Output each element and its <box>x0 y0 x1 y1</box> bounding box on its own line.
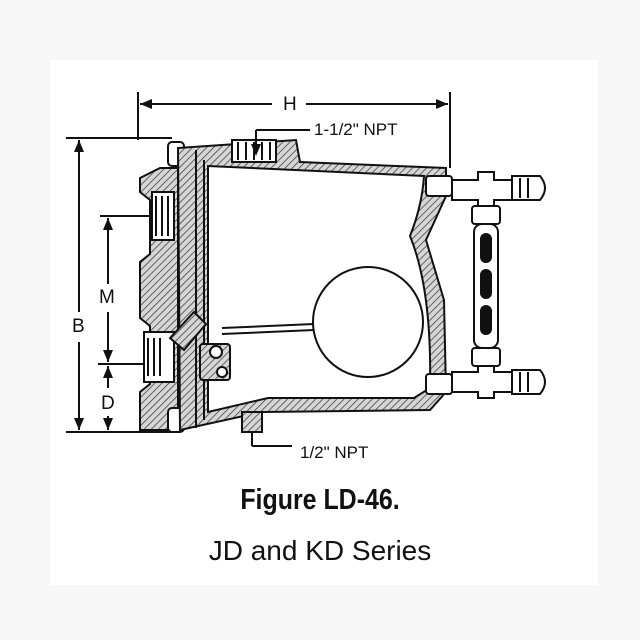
dimension-b-label: B <box>72 316 85 337</box>
float-assembly <box>168 266 424 381</box>
dimension-b <box>66 137 172 433</box>
dimension-h <box>137 92 451 168</box>
figure-title: Figure LD-46. <box>240 484 400 516</box>
top-port-callout: 1-1/2" NPT <box>314 120 398 139</box>
top-port-leader <box>251 129 310 156</box>
bottom-port <box>241 411 292 447</box>
dimension-d-label: D <box>101 393 115 414</box>
dimension-m-label: M <box>99 287 115 308</box>
dimension-h-label: H <box>283 94 297 115</box>
bottom-port-callout: 1/2" NPT <box>300 443 369 462</box>
gauge-glass-assembly <box>425 171 546 399</box>
left-flange <box>139 167 179 431</box>
figure-subtitle: JD and KD Series <box>208 535 432 566</box>
dimension-d <box>103 366 113 430</box>
